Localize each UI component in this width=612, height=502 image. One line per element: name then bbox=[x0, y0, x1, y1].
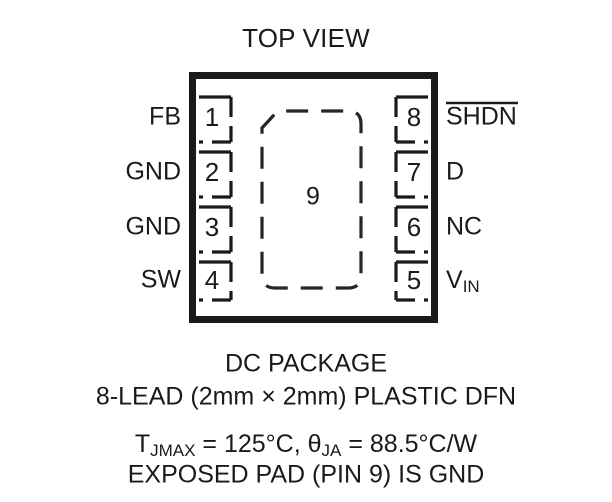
tjmax-value: = 125°C, bbox=[195, 430, 307, 458]
exposed-pad-number: 9 bbox=[306, 183, 320, 211]
theta-ja-subscript: JA bbox=[322, 441, 343, 460]
theta-ja-symbol: θ bbox=[308, 430, 322, 458]
tjmax-subscript: JMAX bbox=[150, 441, 195, 460]
caption-exposed-pad-note: EXPOSED PAD (PIN 9) IS GND bbox=[128, 461, 485, 489]
diagram-title: TOP VIEW bbox=[242, 23, 370, 53]
vin-base: V bbox=[446, 266, 463, 294]
lead-pad-5 bbox=[394, 260, 428, 302]
lead-pad-7 bbox=[394, 150, 428, 199]
pin-label-vin: VIN bbox=[446, 266, 480, 297]
lead-pad-6 bbox=[394, 205, 428, 254]
caption-thermal-spec: TJMAX = 125°C, θJA = 88.5°C/W bbox=[135, 430, 478, 461]
pin-label-gnd-2: GND bbox=[125, 158, 181, 186]
package-body-outline bbox=[189, 72, 438, 323]
pin-label-nc: NC bbox=[446, 213, 482, 241]
pin-label-fb: FB bbox=[149, 103, 181, 131]
pin-number-4: 4 bbox=[205, 265, 219, 295]
lead-pad-8 bbox=[394, 95, 428, 144]
theta-ja-value: = 88.5°C/W bbox=[341, 430, 477, 458]
tjmax-symbol: T bbox=[135, 430, 150, 458]
pin-number-8: 8 bbox=[407, 102, 421, 132]
lead-pad-2 bbox=[199, 150, 233, 199]
pin-number-1: 1 bbox=[205, 102, 219, 132]
caption-package-description: 8-LEAD (2mm × 2mm) PLASTIC DFN bbox=[96, 383, 516, 411]
pin-number-5: 5 bbox=[407, 265, 421, 295]
pin-number-3: 3 bbox=[205, 212, 219, 242]
pin-label-sw: SW bbox=[141, 266, 182, 294]
vin-subscript: IN bbox=[463, 277, 480, 296]
pin-number-7: 7 bbox=[407, 157, 421, 187]
lead-pad-3 bbox=[199, 205, 233, 254]
lead-pad-1 bbox=[199, 95, 233, 144]
caption-package-name: DC PACKAGE bbox=[225, 350, 387, 378]
pin-number-6: 6 bbox=[407, 212, 421, 242]
lead-pad-4 bbox=[199, 260, 233, 302]
pin-label-shdn: SHDN bbox=[446, 103, 517, 131]
pin-number-2: 2 bbox=[205, 157, 219, 187]
pin-label-d: D bbox=[446, 158, 464, 186]
pin-label-gnd-3: GND bbox=[125, 213, 181, 241]
